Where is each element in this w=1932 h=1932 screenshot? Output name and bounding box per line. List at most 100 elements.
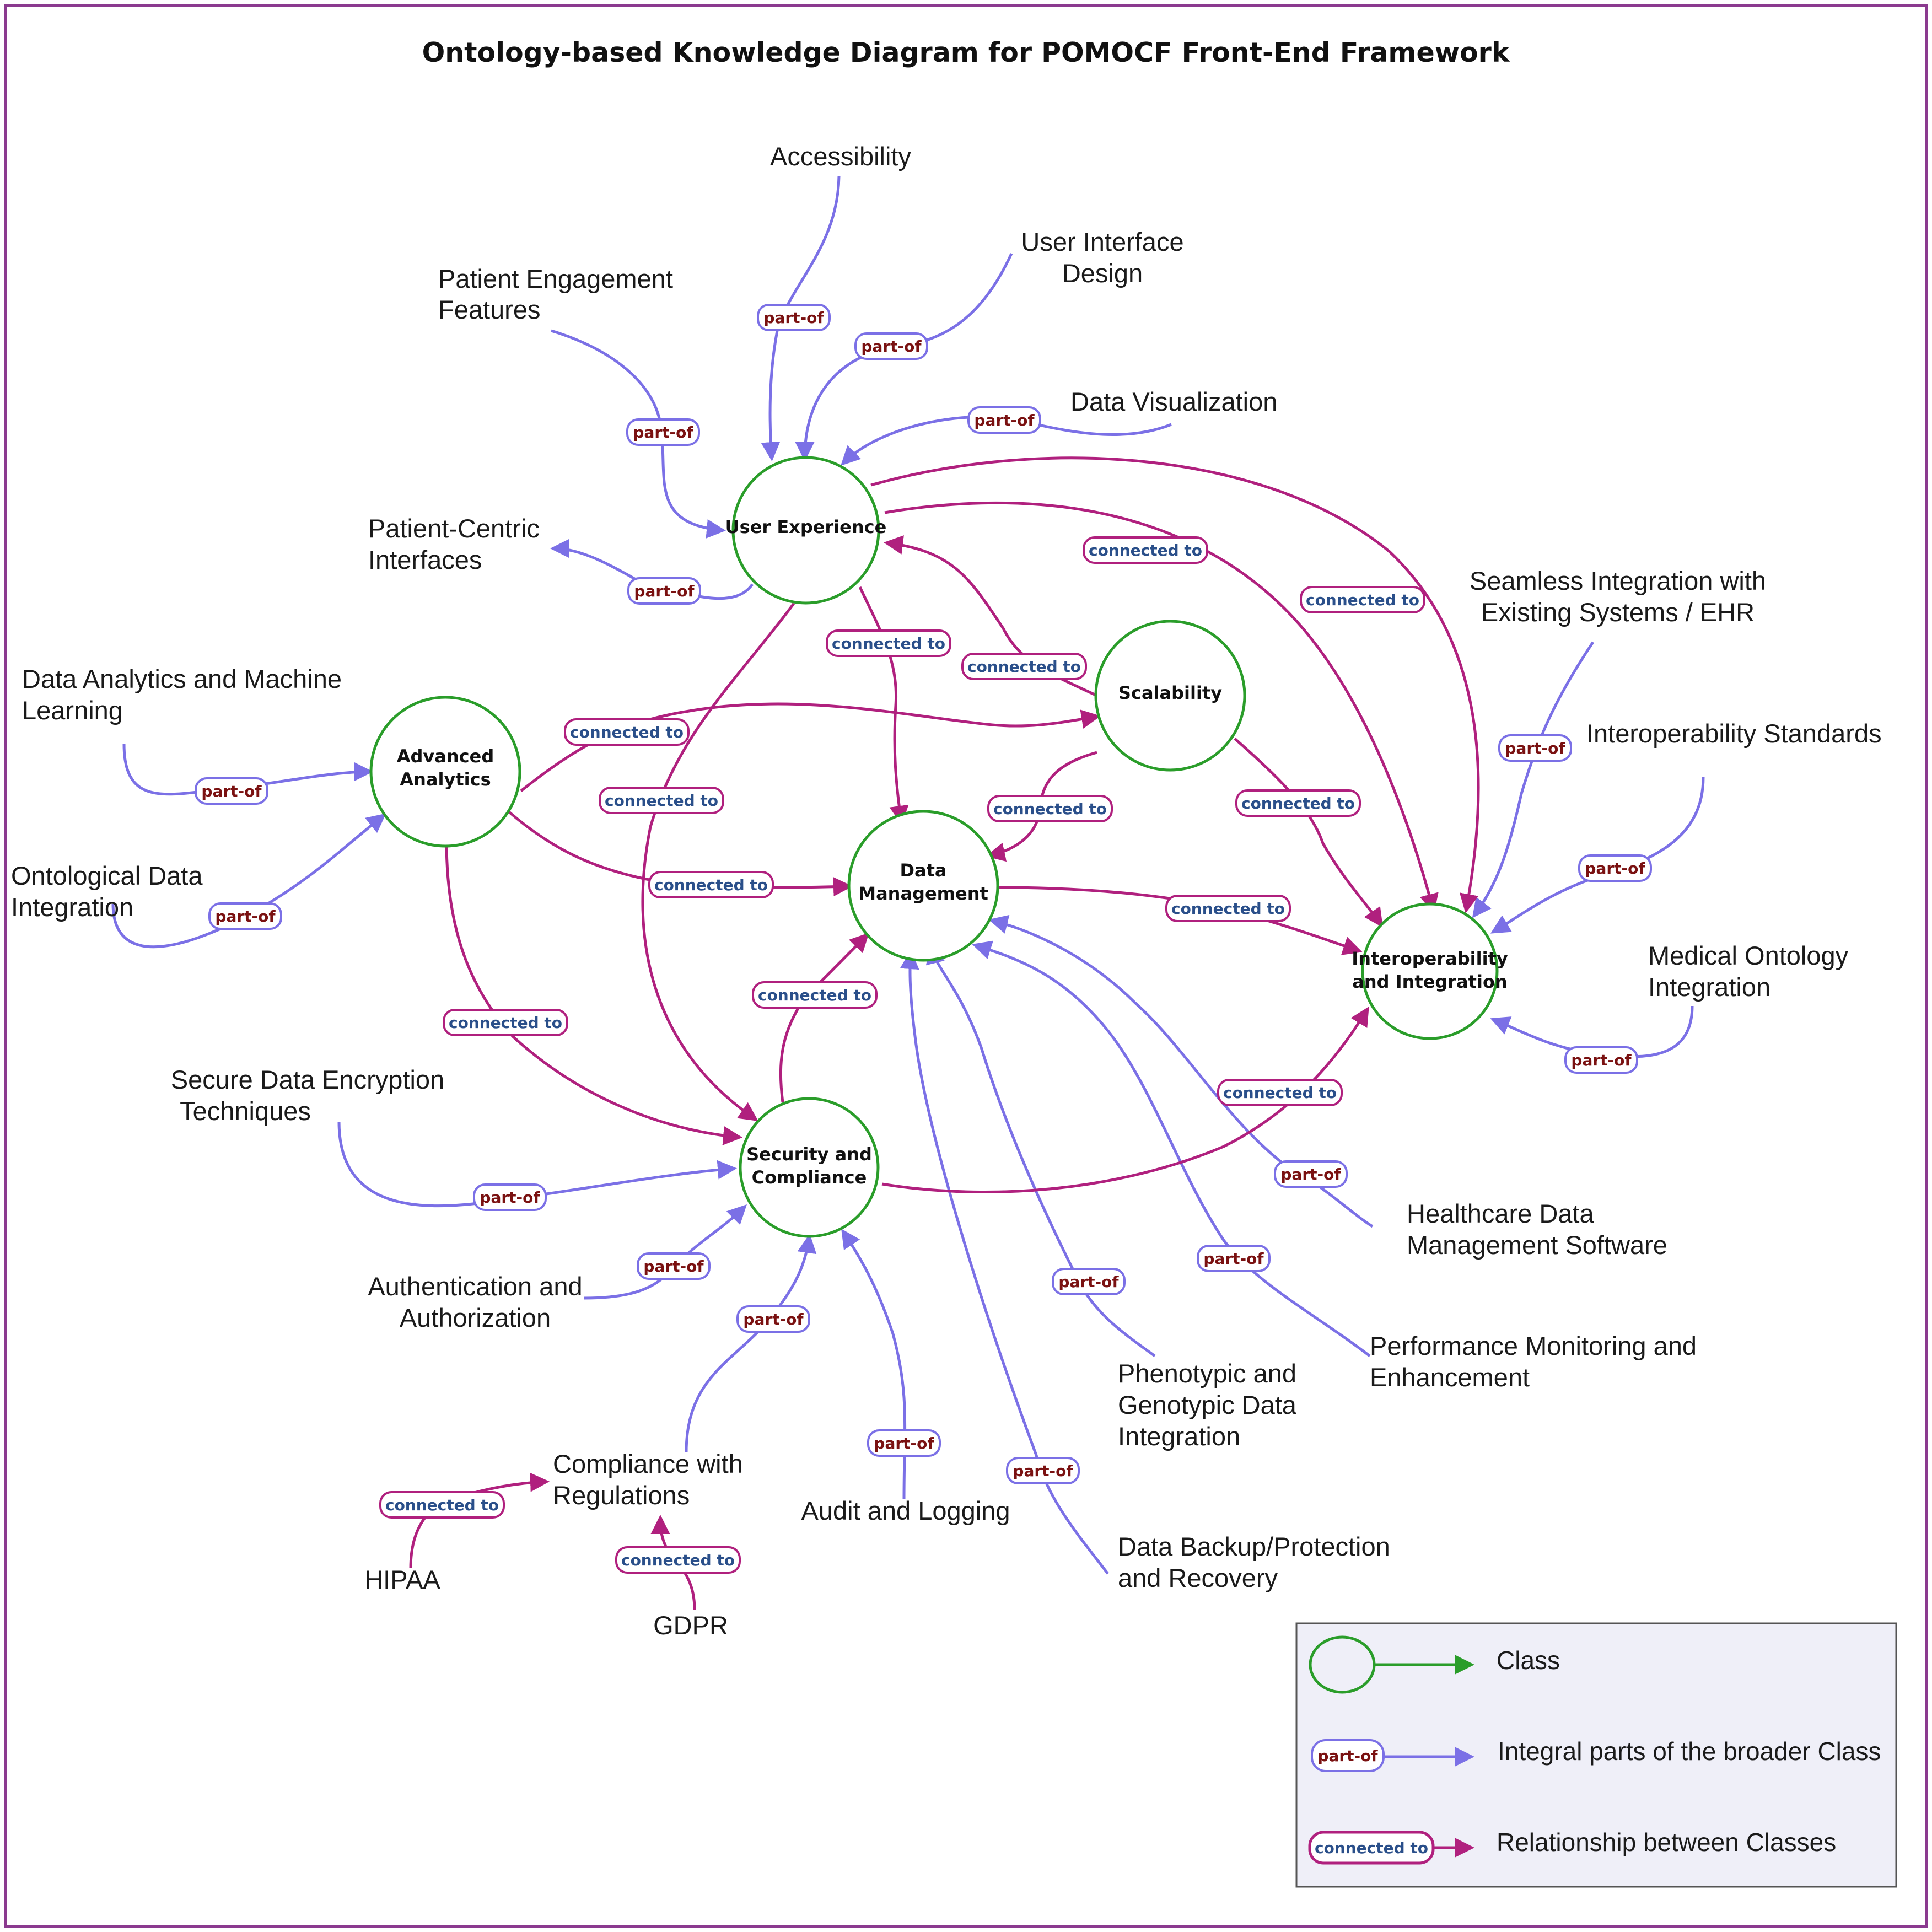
svg-text:connected to: connected to <box>1241 794 1355 812</box>
svg-text:part-of: part-of <box>1585 859 1645 878</box>
label-data-analytics-1: Data Analytics and Machine <box>22 664 342 693</box>
chip-connected-to: connected to <box>599 787 724 814</box>
class-user-experience <box>731 456 880 605</box>
label-seamless-2: Existing Systems / EHR <box>1481 598 1755 627</box>
svg-text:part-of: part-of <box>1058 1273 1119 1291</box>
class-label-data-management-1: Data <box>900 860 946 881</box>
class-label-interop-1: Interoperability <box>1352 948 1508 969</box>
edge-healthcare-dm <box>988 914 1374 1228</box>
chip-connected-to: connected to <box>961 653 1087 680</box>
svg-text:part-of: part-of <box>1280 1165 1341 1183</box>
chip-part-of: part-of <box>195 777 268 805</box>
chip-part-of: part-of <box>867 1429 941 1457</box>
svg-text:part-of: part-of <box>1505 739 1565 757</box>
edge-audit-sec <box>841 1229 907 1500</box>
svg-text:connected to: connected to <box>1223 1084 1337 1102</box>
chip-part-of: part-of <box>1578 854 1652 882</box>
class-circles <box>369 456 1499 1238</box>
part-of-chips: part-of part-of part-of part-of part-of … <box>195 304 1652 1484</box>
class-label-security-1: Security and <box>746 1144 872 1165</box>
class-label-data-management-2: Management <box>858 883 988 904</box>
node-labels: Accessibility User Interface Design Pati… <box>11 142 1882 1640</box>
label-ontological-2: Integration <box>11 892 133 922</box>
chip-connected-to: connected to <box>752 981 878 1009</box>
legend-part-of-label: Integral parts of the broader Class <box>1498 1737 1881 1766</box>
svg-text:connected to: connected to <box>570 723 684 741</box>
label-ui-design-2: Design <box>1062 259 1143 288</box>
label-performance-1: Performance Monitoring and <box>1370 1331 1697 1360</box>
legend-class-label: Class <box>1497 1646 1560 1675</box>
svg-text:connected to: connected to <box>1089 541 1202 559</box>
legend-connected-label: Relationship between Classes <box>1497 1828 1836 1856</box>
label-auth-1: Authentication and <box>368 1272 582 1301</box>
class-label-advanced-analytics-1: Advanced <box>397 746 494 767</box>
class-interoperability <box>1361 902 1499 1040</box>
label-patient-centric-1: Patient-Centric <box>368 514 540 543</box>
chip-part-of: part-of <box>626 418 700 446</box>
label-backup-2: and Recovery <box>1118 1563 1278 1592</box>
svg-text:part-of: part-of <box>201 782 262 800</box>
class-label-user-experience: User Experience <box>725 516 887 537</box>
label-hipaa: HIPAA <box>364 1565 440 1594</box>
label-healthcare-dm-2: Management Software <box>1407 1230 1667 1260</box>
legend-class-circle <box>1309 1635 1376 1694</box>
class-label-security-2: Compliance <box>752 1167 867 1188</box>
svg-text:part-of: part-of <box>480 1188 540 1207</box>
chip-connected-to: connected to <box>987 795 1113 822</box>
label-ui-design-1: User Interface <box>1021 227 1183 256</box>
connected-to-chips: connected to connected to connected to c… <box>379 536 1425 1574</box>
legend-connected-chip: connected to <box>1308 1831 1435 1865</box>
label-accessibility: Accessibility <box>770 142 911 171</box>
chip-part-of: part-of <box>854 332 928 360</box>
label-backup-1: Data Backup/Protection <box>1118 1532 1390 1561</box>
class-scalability <box>1094 620 1246 772</box>
class-label-scalability: Scalability <box>1118 682 1222 703</box>
svg-text:connected to: connected to <box>449 1014 562 1032</box>
svg-text:part-of: part-of <box>974 411 1035 429</box>
legend-part-of-chip: part-of <box>1311 1739 1385 1772</box>
class-data-management <box>847 810 999 962</box>
chip-part-of: part-of <box>1006 1457 1080 1484</box>
chip-part-of: part-of <box>1564 1046 1638 1074</box>
edge-sec-dm <box>779 932 869 1103</box>
chip-connected-to: connected to <box>1300 586 1425 613</box>
chip-part-of: part-of <box>208 902 282 930</box>
edge-ux-interop-inner <box>884 501 1439 913</box>
svg-text:connected to: connected to <box>605 792 718 810</box>
label-medical-ontology-2: Integration <box>1648 972 1770 1002</box>
class-label-interop-2: and Integration <box>1352 971 1507 992</box>
label-gdpr: GDPR <box>653 1611 728 1640</box>
chip-connected-to: connected to <box>826 629 951 657</box>
svg-text:part-of: part-of <box>1203 1250 1264 1268</box>
label-healthcare-dm-1: Healthcare Data <box>1407 1199 1594 1228</box>
edge-seamless-interop <box>1472 641 1595 918</box>
label-phenotypic-1: Phenotypic and <box>1118 1359 1296 1388</box>
svg-text:part-of: part-of <box>1013 1462 1073 1480</box>
label-compliance-1: Compliance with <box>553 1449 743 1478</box>
chip-connected-to: connected to <box>615 1546 741 1574</box>
svg-text:part-of: part-of <box>763 309 824 327</box>
label-phenotypic-2: Genotypic Data <box>1118 1390 1297 1419</box>
class-advanced-analytics <box>369 696 521 848</box>
label-patient-engagement-1: Patient Engagement <box>438 264 673 293</box>
chip-connected-to: connected to <box>443 1009 568 1036</box>
chip-connected-to: connected to <box>379 1491 505 1519</box>
label-phenotypic-3: Integration <box>1118 1422 1240 1451</box>
svg-text:part-of: part-of <box>874 1434 934 1452</box>
edge-performance-dm <box>972 940 1371 1357</box>
diagram-title: Ontology-based Knowledge Diagram for POM… <box>422 37 1510 68</box>
edge-sec-interop <box>881 1007 1369 1194</box>
chip-connected-to: connected to <box>1083 536 1208 564</box>
chip-part-of: part-of <box>736 1305 810 1333</box>
label-secure-encryption-1: Secure Data Encryption <box>171 1065 444 1094</box>
label-ontological-1: Ontological Data <box>11 861 203 890</box>
chip-connected-to: connected to <box>1235 789 1361 817</box>
chip-connected-to: connected to <box>564 718 690 746</box>
edge-backup-dm <box>900 950 1109 1575</box>
svg-text:connected to: connected to <box>832 634 945 653</box>
label-performance-2: Enhancement <box>1370 1363 1530 1392</box>
svg-text:connected to: connected to <box>385 1496 499 1514</box>
chip-part-of: part-of <box>473 1183 547 1211</box>
svg-text:connected to: connected to <box>1315 1839 1428 1857</box>
